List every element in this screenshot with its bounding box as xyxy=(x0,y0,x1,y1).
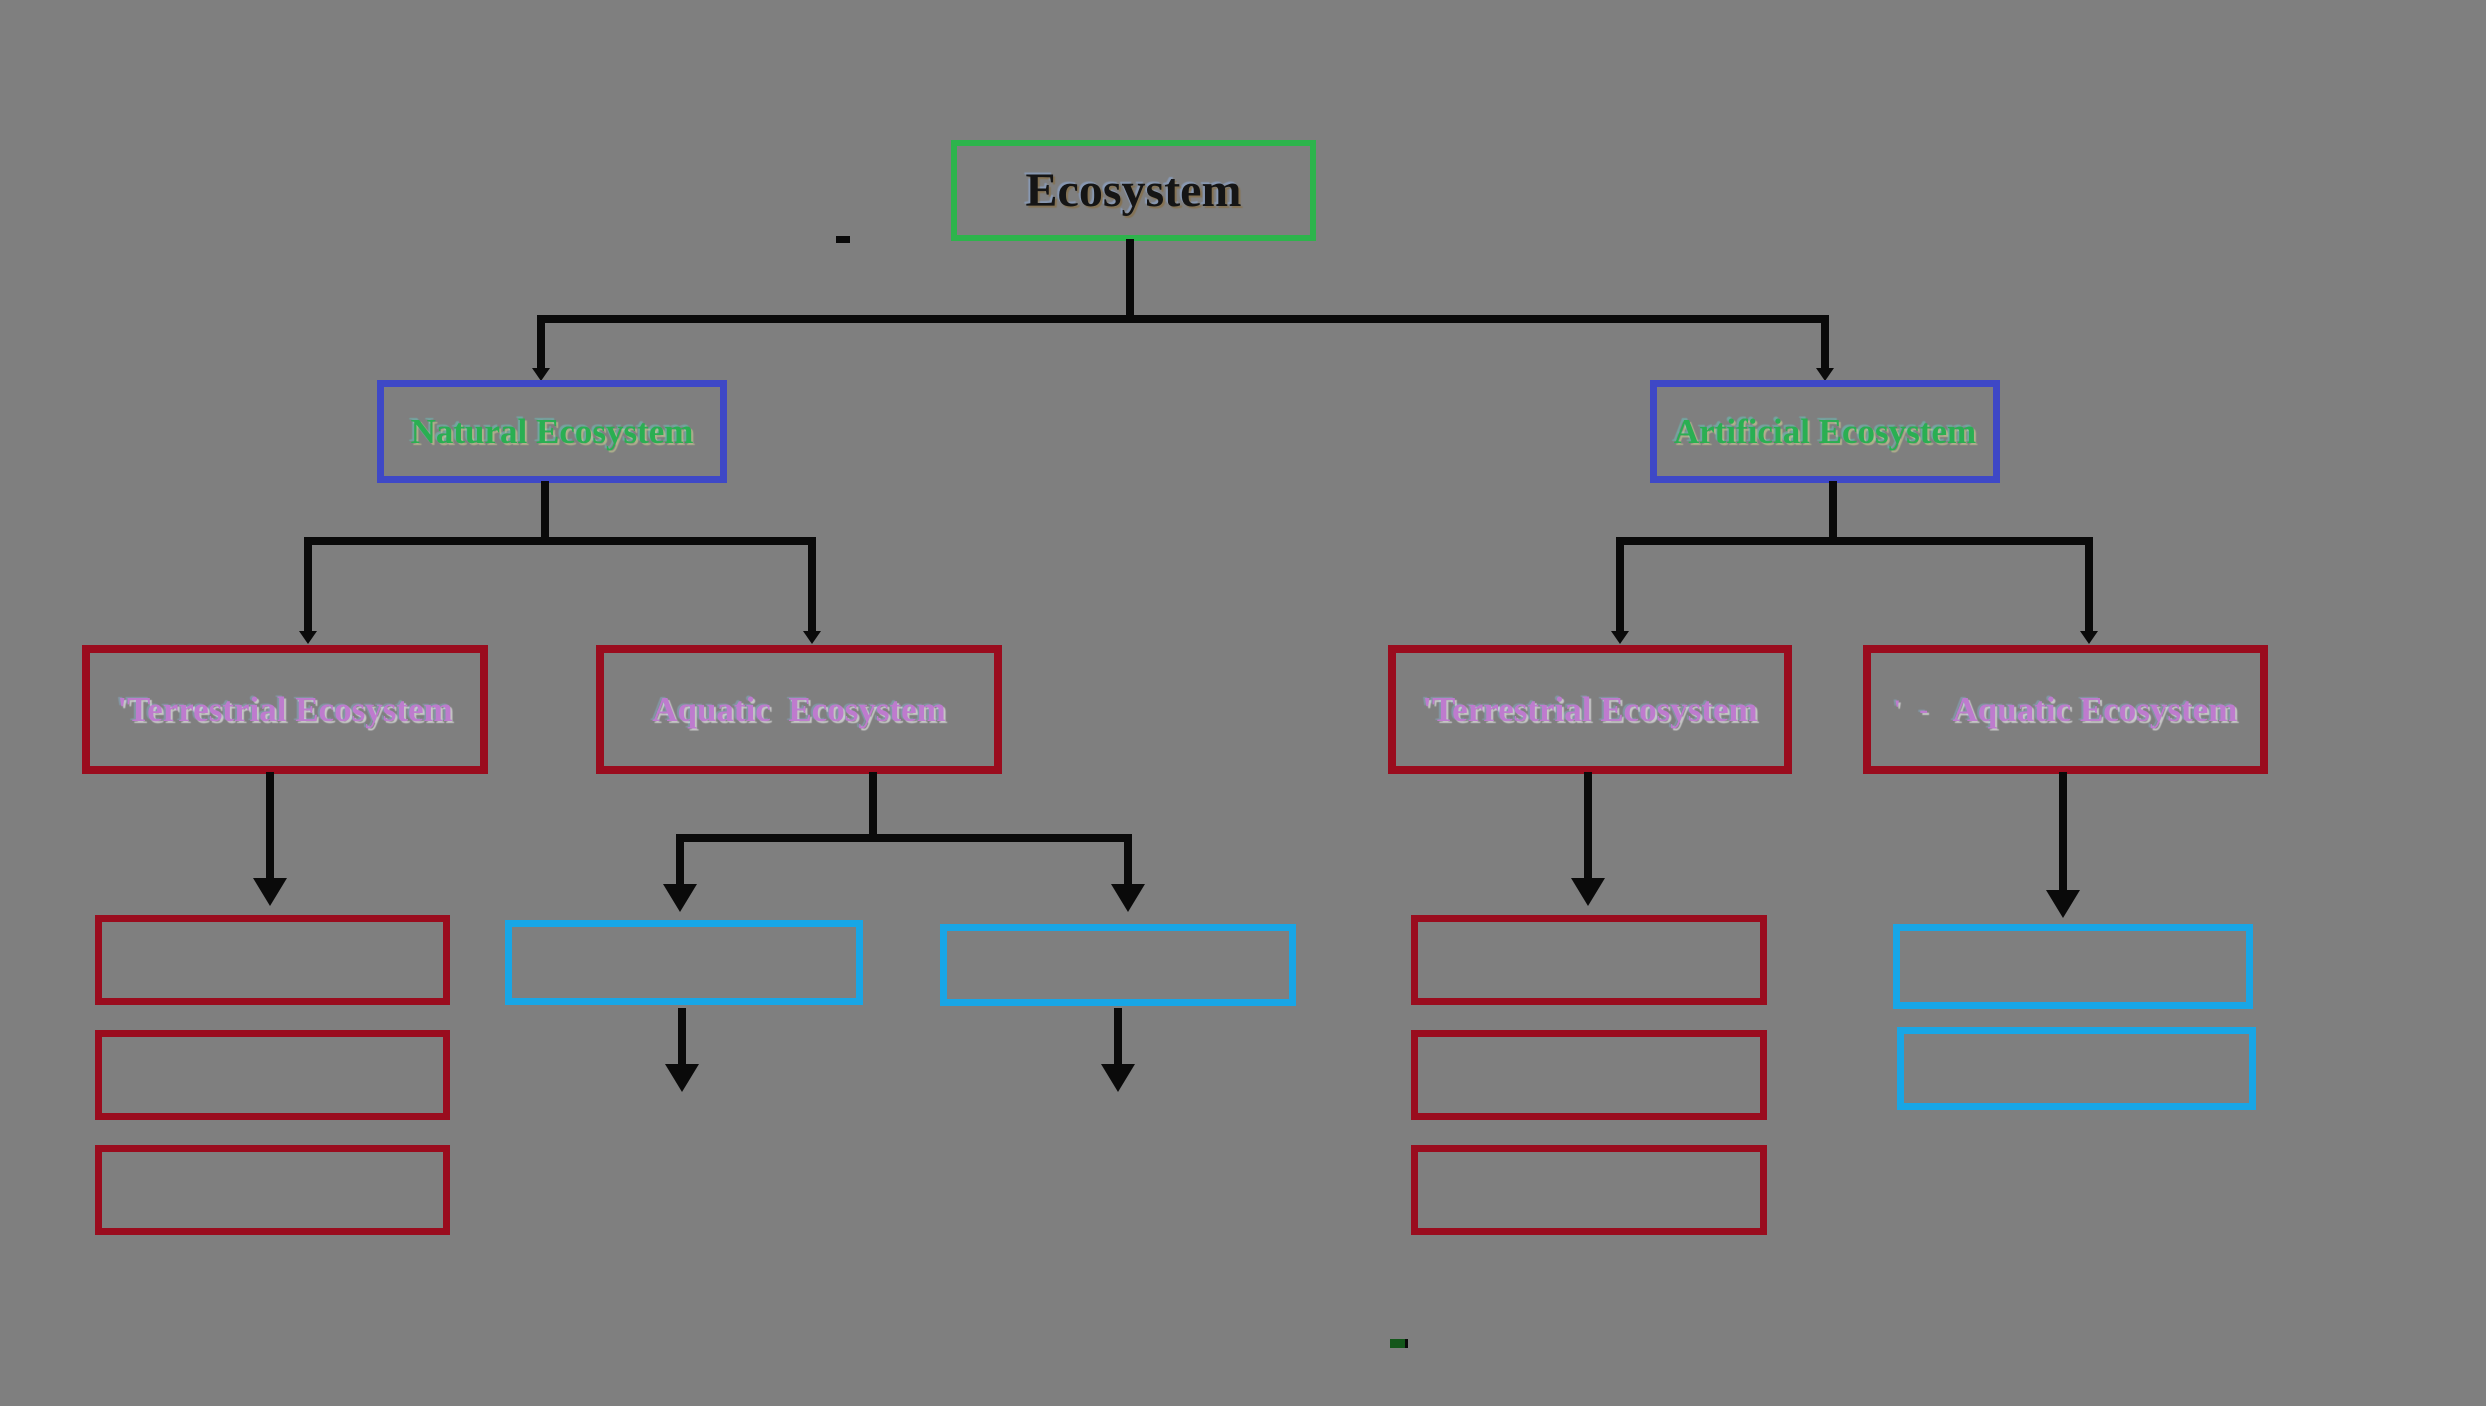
empty-box-aquatic-right-2 xyxy=(1897,1027,2256,1110)
connector-aquatic-left-stem xyxy=(869,772,877,842)
empty-box-terrestrial-left-1 xyxy=(95,915,450,1005)
node-aquatic-ecosystem-right: ' - Aquatic Ecosystem xyxy=(1863,645,2268,774)
connector-drop-artificial xyxy=(1821,315,1829,368)
node-aquatic-right-label: Aquatic Ecosystem xyxy=(1952,690,2238,729)
arrowhead-aquatic-right-icon xyxy=(2080,631,2098,644)
empty-box-aquatic-right-1 xyxy=(1893,924,2253,1009)
connector-artificial-horizontal xyxy=(1616,537,2093,545)
arrowhead-aquatic-left-icon xyxy=(803,631,821,644)
connector-artificial-stem xyxy=(1829,481,1837,543)
connector-drop-aquatic-right xyxy=(2085,537,2093,632)
connector-root-stem xyxy=(1126,239,1134,319)
arrowhead-natural-icon xyxy=(532,368,550,381)
empty-box-aquatic-left-2 xyxy=(940,924,1296,1006)
connector-level1-horizontal xyxy=(541,315,1829,323)
node-artificial-ecosystem: Artificial Ecosystem xyxy=(1650,380,2000,483)
node-terrestrial-right-label: 'Terrestrial Ecosystem xyxy=(1422,690,1758,729)
connector-drop-terrestrial-right xyxy=(1616,537,1624,632)
arrowhead-artificial-icon xyxy=(1816,368,1834,381)
connector-aquatic-left-horizontal xyxy=(676,834,1132,842)
connector-drop-aquatic-left xyxy=(808,537,816,632)
arrowhead-down-icon xyxy=(1101,1064,1135,1092)
stray-green-dash xyxy=(1390,1339,1408,1348)
empty-box-terrestrial-right-1 xyxy=(1411,915,1767,1005)
connector-natural-horizontal xyxy=(304,537,816,545)
arrow-terrestrial-right-shaft xyxy=(1584,772,1592,878)
node-terrestrial-left-label: 'Terrestrial Ecosystem xyxy=(117,690,453,729)
node-aquatic-ecosystem-left: Aquatic Ecosystem xyxy=(596,645,1002,774)
arrowhead-terrestrial-right-icon xyxy=(1611,631,1629,644)
node-natural-label: Natural Ecosystem xyxy=(410,412,694,451)
arrow-below-cyan-left-1-shaft xyxy=(678,1008,686,1064)
node-terrestrial-ecosystem-right: 'Terrestrial Ecosystem xyxy=(1388,645,1792,774)
empty-box-terrestrial-left-3 xyxy=(95,1145,450,1235)
empty-box-terrestrial-left-2 xyxy=(95,1030,450,1120)
node-aquatic-left-label: Aquatic Ecosystem xyxy=(652,690,946,729)
arrow-aquatic-right-shaft xyxy=(2059,772,2067,890)
node-ecosystem-label: Ecosystem xyxy=(1025,163,1242,217)
arrow-terrestrial-left-shaft xyxy=(266,772,274,878)
stray-black-dash xyxy=(836,236,850,243)
connector-drop-natural xyxy=(537,315,545,368)
empty-box-terrestrial-right-3 xyxy=(1411,1145,1767,1235)
node-ecosystem: Ecosystem xyxy=(951,140,1316,241)
node-aquatic-right-prefix-marks: ' - xyxy=(1893,694,1947,724)
arrowhead-down-icon xyxy=(665,1064,699,1092)
arrow-below-cyan-left-2-shaft xyxy=(1114,1008,1122,1064)
node-terrestrial-ecosystem-left: 'Terrestrial Ecosystem xyxy=(82,645,488,774)
arrowhead-down-icon xyxy=(1111,884,1145,912)
empty-box-aquatic-left-1 xyxy=(505,920,863,1005)
node-artificial-label: Artificial Ecosystem xyxy=(1673,412,1977,451)
arrowhead-down-icon xyxy=(253,878,287,906)
arrow-aquatic-left-a-shaft xyxy=(676,834,684,884)
connector-drop-terrestrial-left xyxy=(304,537,312,632)
arrow-aquatic-left-b-shaft xyxy=(1124,834,1132,884)
arrowhead-down-icon xyxy=(1571,878,1605,906)
empty-box-terrestrial-right-2 xyxy=(1411,1030,1767,1120)
node-natural-ecosystem: Natural Ecosystem xyxy=(377,380,727,483)
arrowhead-down-icon xyxy=(2046,890,2080,918)
arrowhead-down-icon xyxy=(663,884,697,912)
arrowhead-terrestrial-left-icon xyxy=(299,631,317,644)
connector-natural-stem xyxy=(541,481,549,543)
